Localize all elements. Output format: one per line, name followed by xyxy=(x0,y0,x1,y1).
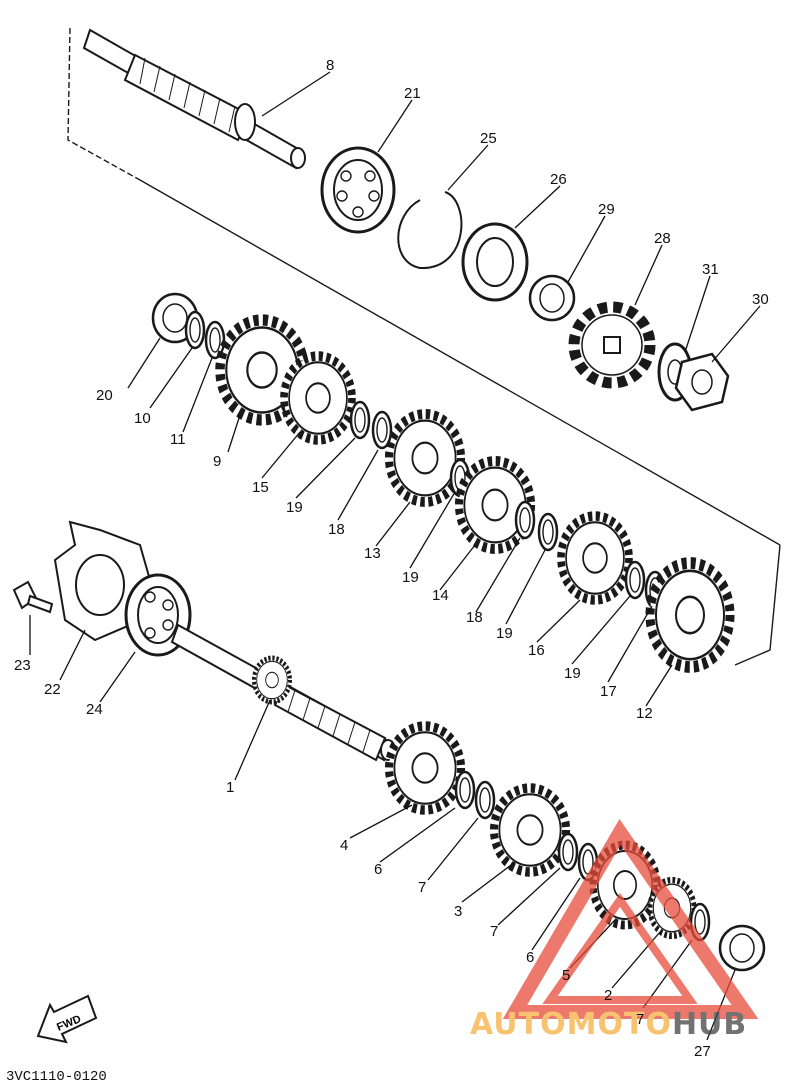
circlip-19c xyxy=(537,512,559,552)
diagram-code: 3VC1110-0120 xyxy=(6,1069,107,1085)
part-label-1: 1 xyxy=(226,779,234,796)
part-label-19c: 19 xyxy=(496,625,513,642)
drive-axle-shaft-1 xyxy=(170,623,396,762)
part-label-27: 27 xyxy=(694,1043,711,1060)
watermark-triangle-logo xyxy=(502,818,759,1019)
watermark-text-part1: AUTOMOTO xyxy=(470,1007,672,1042)
part-label-6b: 6 xyxy=(526,949,534,966)
part-label-23: 23 xyxy=(14,657,31,674)
gear-15 xyxy=(284,356,352,440)
collar-29 xyxy=(528,274,576,322)
washer-6a xyxy=(454,770,476,810)
washer-10 xyxy=(184,310,206,350)
part-label-13: 13 xyxy=(364,545,381,562)
assembly-boundary xyxy=(67,27,781,666)
part-label-18b: 18 xyxy=(466,609,483,626)
fwd-arrow: FWD xyxy=(36,994,98,1044)
watermark-text-part2: HUB xyxy=(672,1007,747,1042)
part-label-9: 9 xyxy=(213,453,221,470)
part-label-6a: 6 xyxy=(374,861,382,878)
part-label-7a: 7 xyxy=(418,879,426,896)
part-label-11: 11 xyxy=(170,431,186,448)
oil-seal-26 xyxy=(461,222,529,302)
part-label-24: 24 xyxy=(86,701,103,718)
leader-lines xyxy=(29,71,761,1041)
part-label-16: 16 xyxy=(528,642,545,659)
part-label-7c: 7 xyxy=(636,1011,644,1028)
part-label-25: 25 xyxy=(480,130,497,147)
part-label-15: 15 xyxy=(252,479,269,496)
part-label-22: 22 xyxy=(44,681,61,698)
part-label-12: 12 xyxy=(636,705,653,722)
part-label-8: 8 xyxy=(326,57,334,74)
bearing-27 xyxy=(718,924,766,972)
part-label-5: 5 xyxy=(562,967,570,984)
screw-23 xyxy=(12,580,54,614)
circlip-19a xyxy=(349,400,371,440)
part-label-29: 29 xyxy=(598,201,615,218)
part-label-31: 31 xyxy=(702,261,719,278)
part-label-19a: 19 xyxy=(286,499,303,516)
drive-sprocket-28 xyxy=(568,301,656,389)
part-label-17: 17 xyxy=(600,683,617,700)
part-label-19d: 19 xyxy=(564,665,581,682)
circlip-7b xyxy=(557,832,579,872)
part-label-7b: 7 xyxy=(490,923,498,940)
washer-18b xyxy=(514,500,536,540)
bearing-21 xyxy=(320,146,396,234)
gear-3 xyxy=(494,788,566,872)
part-label-18a: 18 xyxy=(328,521,345,538)
watermark: AUTOMOTOHUB xyxy=(470,818,759,1042)
part-label-10: 10 xyxy=(134,410,151,427)
circlip-25 xyxy=(397,191,463,270)
gear-16 xyxy=(561,516,629,600)
part-label-30: 30 xyxy=(752,291,769,308)
gear-4 xyxy=(389,726,461,810)
nut-30 xyxy=(674,352,730,412)
part-label-14: 14 xyxy=(432,587,449,604)
main-axle-shaft xyxy=(82,28,306,170)
part-label-21: 21 xyxy=(404,85,421,102)
svg-text:AUTOMOTOHUB: AUTOMOTOHUB xyxy=(470,1007,747,1042)
part-label-19b: 19 xyxy=(402,569,419,586)
part-label-2: 2 xyxy=(604,987,612,1004)
circlip-19d xyxy=(624,560,646,600)
part-label-28: 28 xyxy=(654,230,671,247)
gear-12 xyxy=(650,563,730,667)
part-label-20: 20 xyxy=(96,387,113,404)
part-label-4: 4 xyxy=(340,837,348,854)
part-labels: 8 21 25 26 29 28 31 30 20 10 11 9 15 19 … xyxy=(14,57,769,1060)
circlip-7a xyxy=(474,780,496,820)
gear-13 xyxy=(389,414,461,502)
part-label-3: 3 xyxy=(454,903,462,920)
part-label-26: 26 xyxy=(550,171,567,188)
